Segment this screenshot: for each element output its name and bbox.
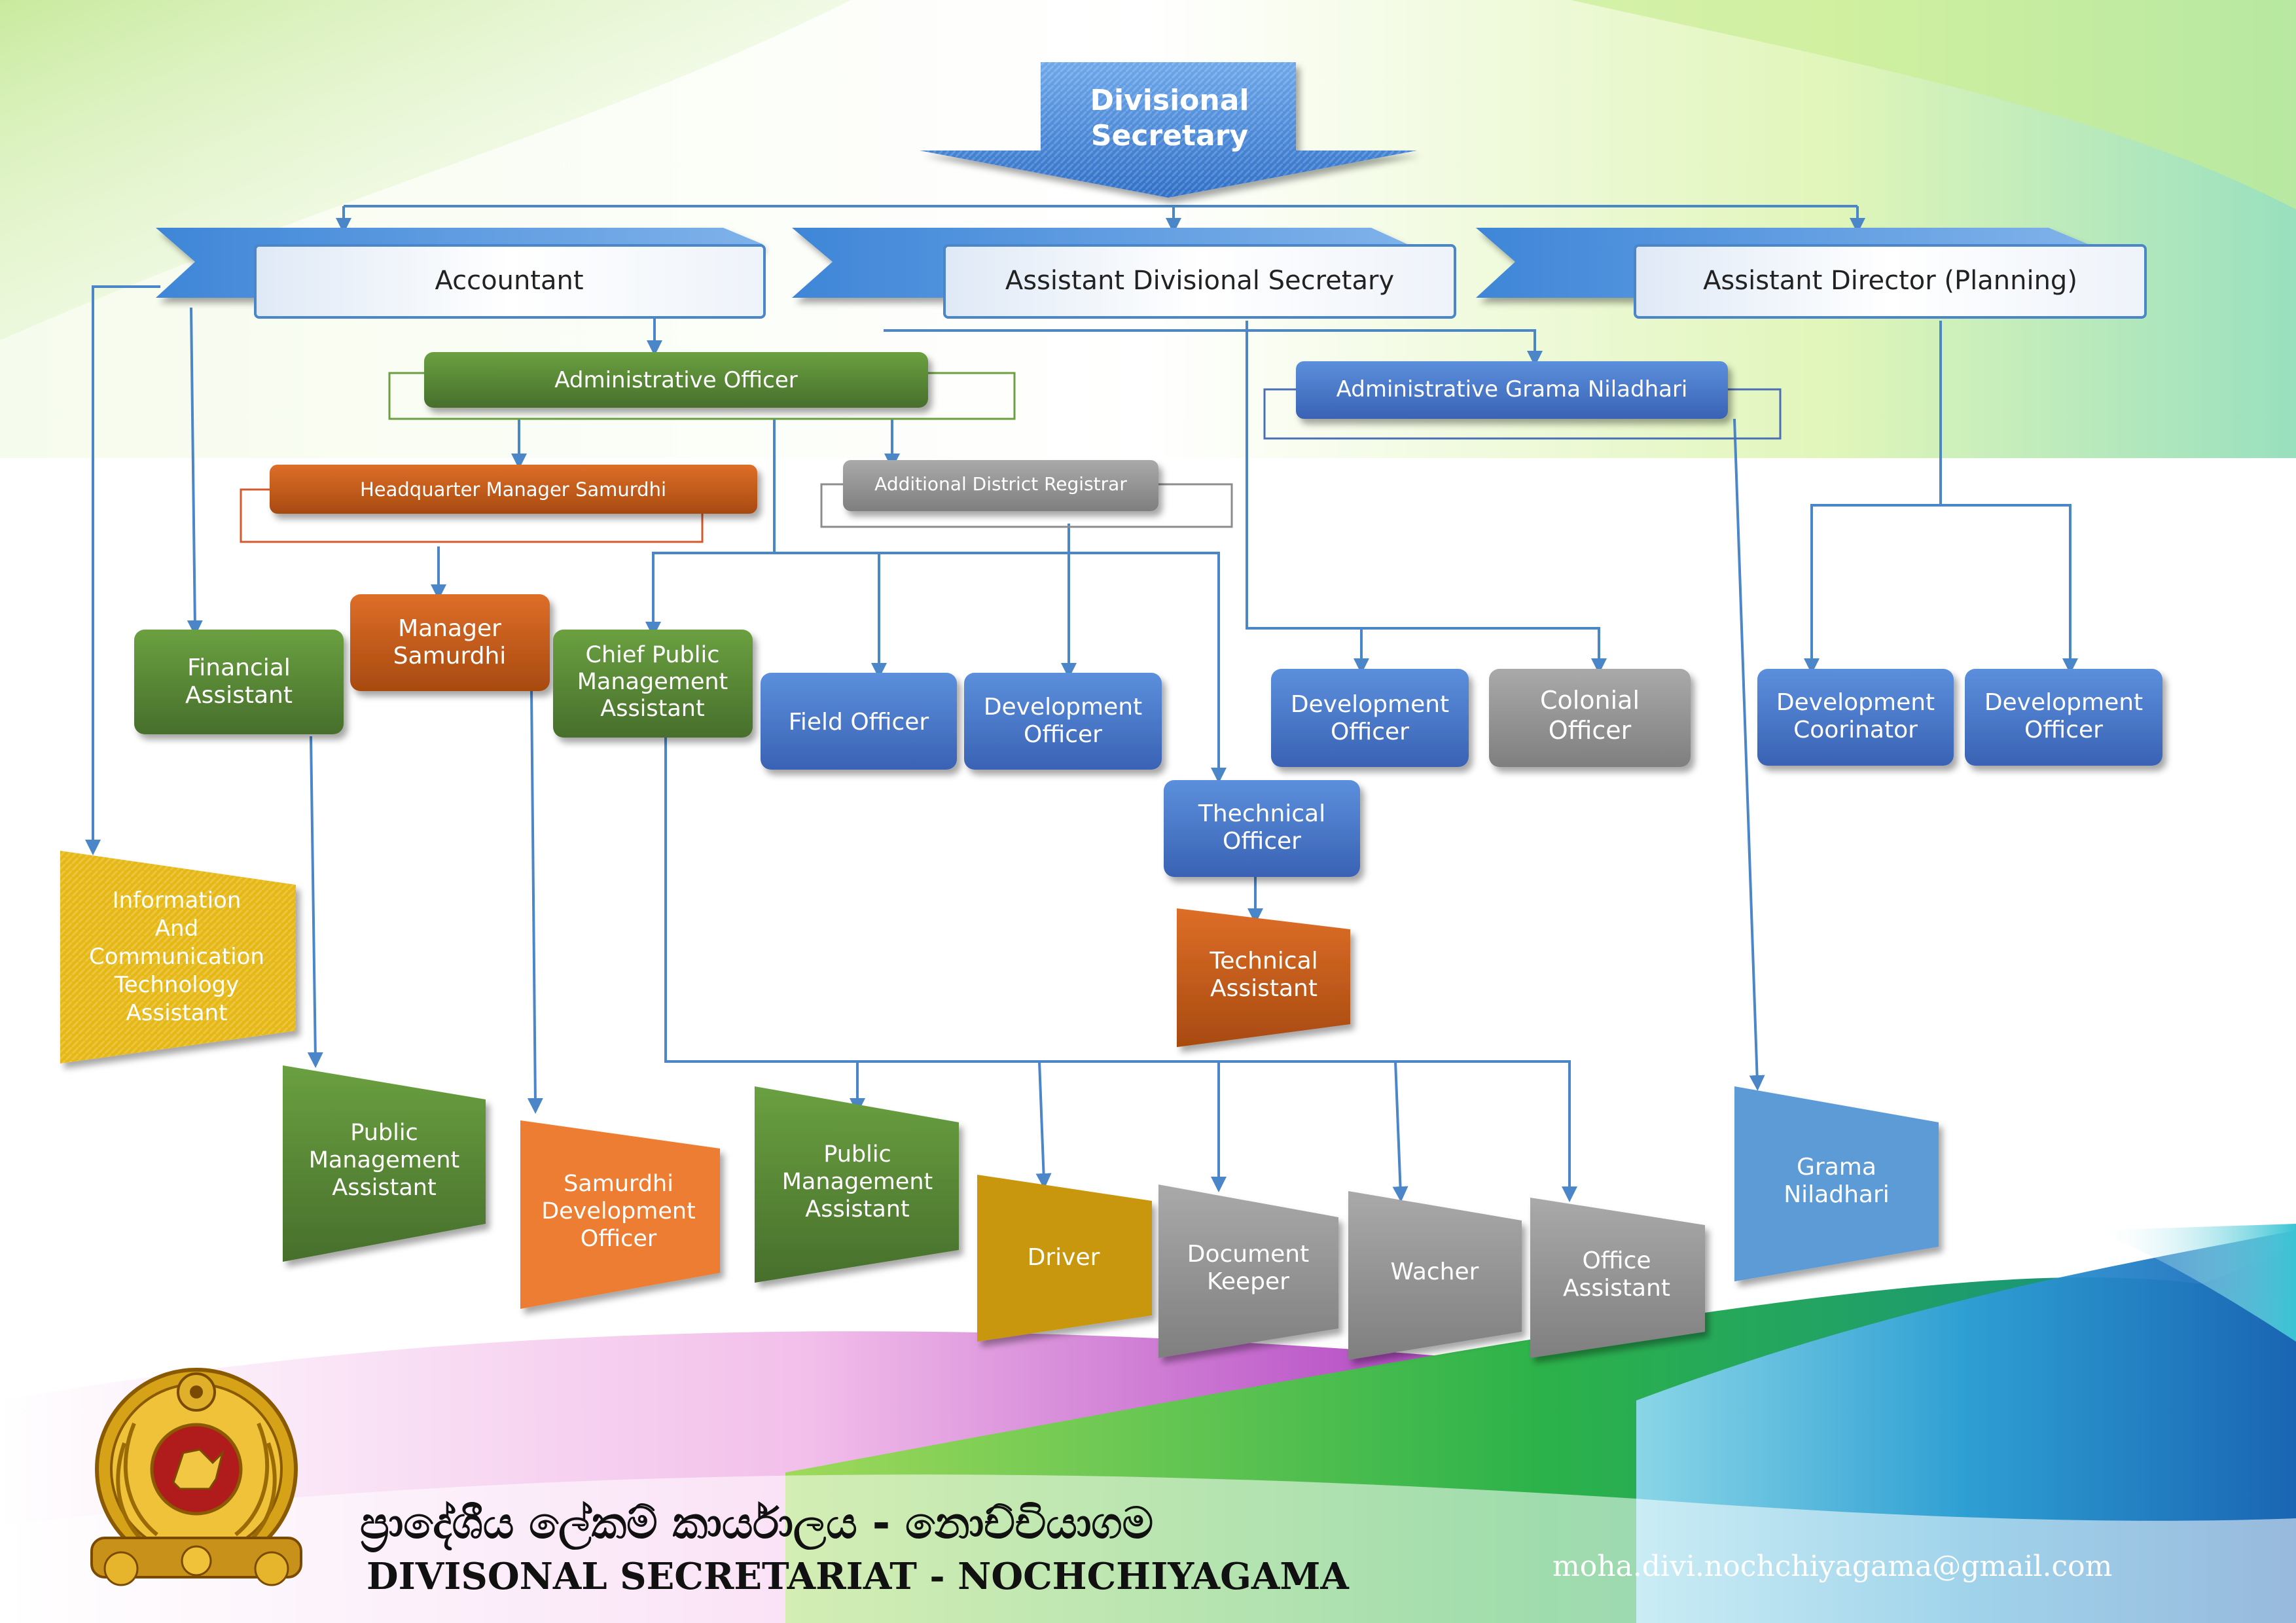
node-field-officer: Field Officer [761, 673, 957, 770]
footer-email: moha.divi.nochchiyagama@gmail.com [1552, 1550, 2112, 1583]
connectors [85, 205, 2078, 1202]
level1-assistant-director-label: Assistant Director (Planning) [1703, 266, 2077, 296]
bottom-swoosh-highlight [0, 1474, 2296, 1623]
sri-lanka-emblem-logo [90, 1368, 302, 1586]
level1-assistant-divisional-secretary: Assistant Divisional Secretary [792, 228, 1456, 319]
headquarter-manager-samurdhi: Headquarter Manager Samurdhi [240, 465, 757, 543]
background-top-left-swoosh [0, 0, 851, 340]
administrative-grama-niladhari: Administrative Grama Niladhari [1263, 361, 1782, 440]
administrative-gn-label: Administrative Grama Niladhari [1336, 376, 1688, 402]
svg-text:Driver: Driver [1028, 1244, 1100, 1271]
administrative-officer-label: Administrative Officer [554, 367, 798, 393]
additional-district-registrar: Additional District Registrar [820, 460, 1233, 528]
additional-registrar-label: Additional District Registrar [874, 473, 1127, 495]
footer-english-title: DIVISONAL SECRETARIAT - NOCHCHIYAGAMA [367, 1555, 1350, 1598]
administrative-officer: Administrative Officer [388, 352, 1016, 420]
background-top-right-swoosh [1571, 0, 2296, 209]
node-driver: Driver [977, 1175, 1152, 1342]
level1-assistant-ds-label: Assistant Divisional Secretary [1005, 266, 1394, 296]
level1-accountant-label: Accountant [435, 266, 583, 296]
svg-text:Field Officer: Field Officer [789, 709, 929, 736]
root-title-line2: Secretary [1091, 119, 1248, 152]
level1-assistant-director: Assistant Director (Planning) [1476, 228, 2147, 319]
node-wacher: Wacher [1348, 1191, 1522, 1360]
root-title-line1: Divisional [1090, 84, 1249, 117]
level1-accountant: Accountant [156, 228, 766, 319]
bottom-swoosh-cyan [2094, 1224, 2296, 1342]
svg-text:Wacher: Wacher [1391, 1258, 1479, 1285]
headquarter-manager-label: Headquarter Manager Samurdhi [360, 478, 666, 501]
footer-sinhala-title: ප්‍රාදේශීය ලේකම් කාර්යාලය - නොච්චියාගම [360, 1498, 1153, 1553]
